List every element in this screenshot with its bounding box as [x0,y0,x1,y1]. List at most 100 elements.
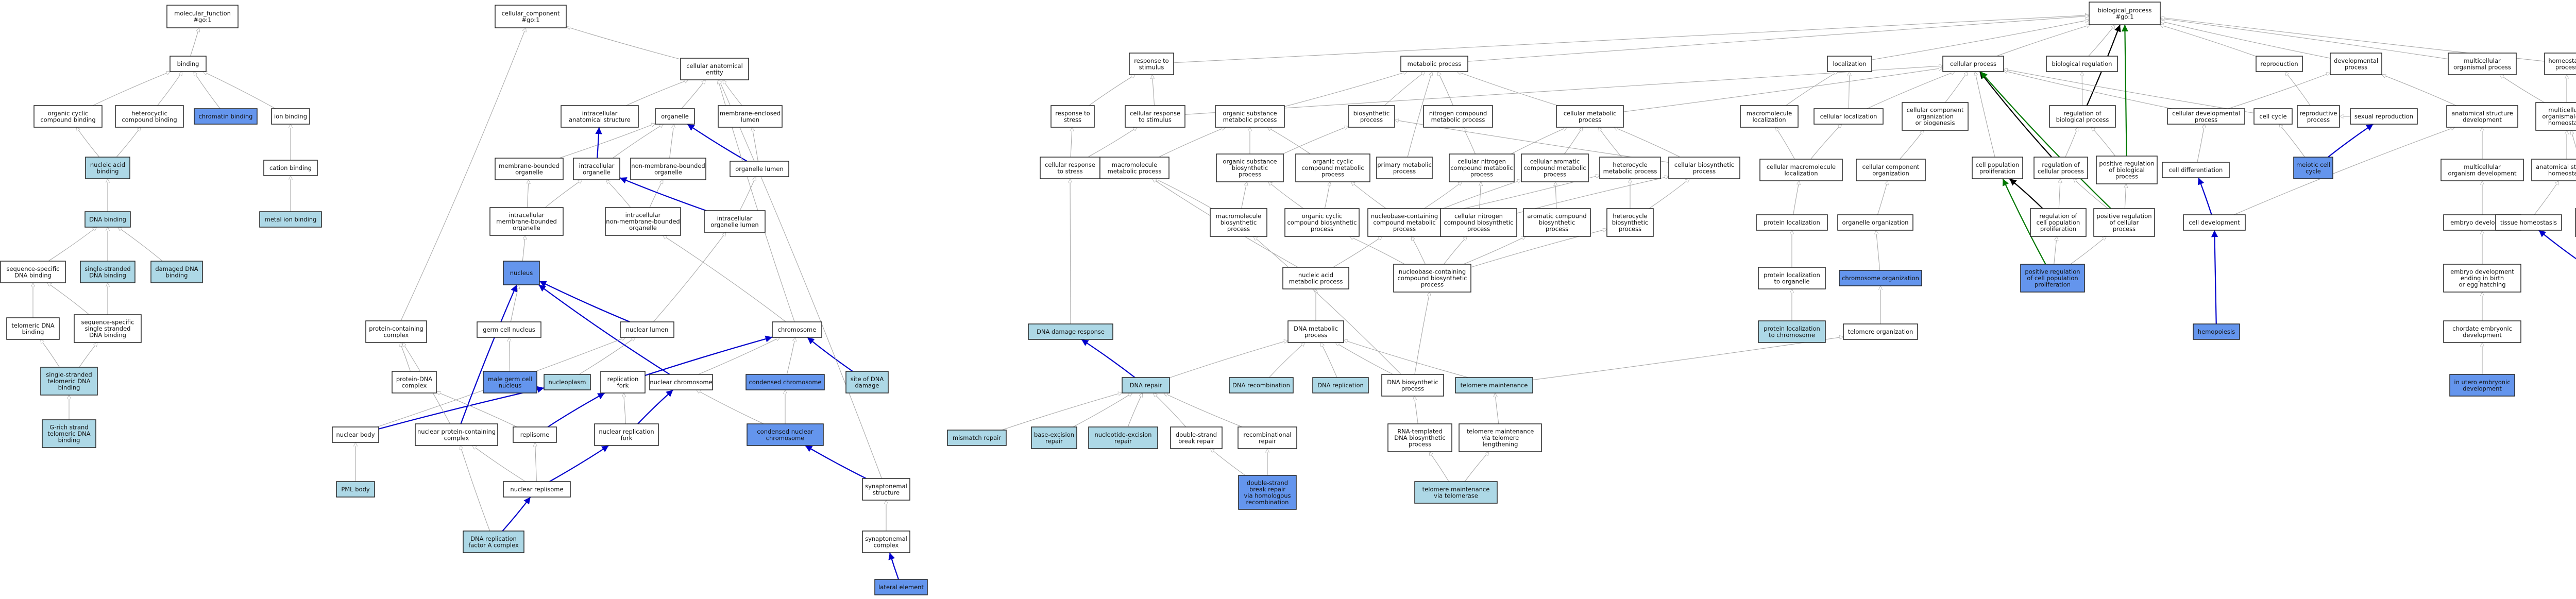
term-node-nucleus[interactable]: nucleus [503,261,540,285]
term-node-dna-repl[interactable]: DNA replication [1312,377,1369,393]
term-node-pml[interactable]: PML body [336,481,375,498]
term-node-germ-nuc[interactable]: germ cell nucleus [477,321,541,338]
term-node-mf[interactable]: molecular_function#go:1 [166,5,239,28]
term-node-bp[interactable]: biological_process#go:1 [2089,2,2161,25]
term-node-chrom-org[interactable]: chromosome organization [1839,270,1922,286]
term-node-dna-repair[interactable]: DNA repair [1122,377,1170,393]
term-node-dna-dmg-resp[interactable]: DNA damage response [1028,323,1113,340]
term-node-binding[interactable]: binding [170,56,207,72]
term-node-homeo-proc[interactable]: homeostaticprocess [2544,53,2576,75]
term-node-nucleoplasm[interactable]: nucleoplasm [544,374,591,390]
term-node-cell-diff[interactable]: cell differentiation [2162,162,2230,178]
term-node-reproduction[interactable]: reproduction [2256,56,2303,72]
term-node-dna-bind[interactable]: DNA binding [84,211,131,228]
term-node-chromosome[interactable]: chromosome [772,321,822,338]
term-node-nuc-lumen[interactable]: nuclear lumen [620,321,674,338]
term-node-mismatch[interactable]: mismatch repair [947,430,1007,446]
term-node-met-proc[interactable]: metabolic process [1400,56,1468,72]
term-node-bio-reg[interactable]: biological regulation [2046,56,2118,72]
term-node-localization[interactable]: localization [1827,56,1872,72]
term-node-lat-elem[interactable]: lateral element [874,579,928,595]
term-node-tissue-homeo[interactable]: tissue homeostasis [2495,214,2562,231]
term-node-nuc-replisome[interactable]: nuclear replisome [503,481,571,498]
term-node-telo-maint[interactable]: telomere maintenance [1455,377,1533,393]
term-node-ion-bind[interactable]: ion binding [271,108,310,125]
term-node-hemopoiesis[interactable]: hemopoiesis [2193,323,2240,340]
term-node-nuc-chrom[interactable]: nuclear chromosome [649,374,713,390]
term-node-cation-bind[interactable]: cation binding [263,160,318,176]
term-node-cell-devp[interactable]: cell development [2183,214,2246,231]
term-node-org-lumen[interactable]: organelle lumen [730,161,789,177]
term-node-dna-recomb[interactable]: DNA recombination [1229,377,1294,393]
term-node-cell-proc[interactable]: cellular process [1942,56,2004,72]
term-node-telo-org[interactable]: telomere organization [1843,323,1918,340]
term-node-organelle[interactable]: organelle [655,108,695,125]
term-node-cc[interactable]: cellular_component#go:1 [495,5,567,28]
term-node-cell-loc[interactable]: cellular localization [1814,108,1884,125]
